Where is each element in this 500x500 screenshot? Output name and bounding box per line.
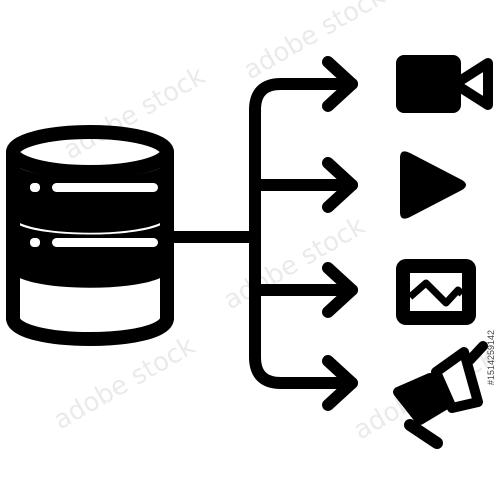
arrow-head — [322, 56, 358, 112]
stock-id: #1514259142 — [486, 330, 498, 490]
connector — [161, 78, 358, 389]
arrow-heads — [322, 56, 358, 411]
arrow-head — [322, 157, 358, 213]
video-camera-icon — [396, 55, 493, 113]
watermark-text: adobe stock — [49, 331, 201, 436]
image-icon — [396, 259, 476, 325]
watermark-text: adobe stock — [59, 61, 211, 166]
watermark-text: adobe stock — [239, 0, 391, 86]
database-bands — [13, 160, 167, 281]
arrow-head — [322, 262, 358, 318]
megaphone-icon — [393, 341, 488, 449]
arrow-head — [322, 355, 358, 411]
play-icon — [400, 151, 466, 219]
stock-id-text: #1514259142 — [486, 330, 496, 386]
database-base — [20, 292, 160, 298]
